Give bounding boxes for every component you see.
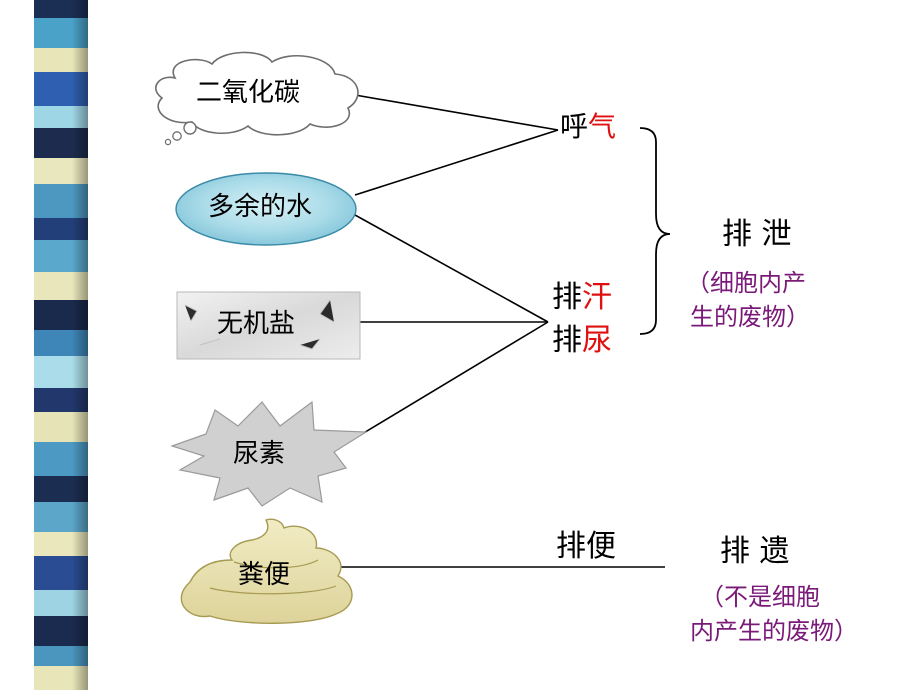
route-sweat-label: 排汗 [552,283,612,313]
node-feces-label: 粪便 [238,560,291,590]
curly-brace [639,127,671,335]
node-co2-label: 二氧化碳 [196,78,301,108]
feces-pile-shape [180,518,353,624]
excretion-title: 排 泄 [722,217,792,252]
egestion-title: 排 遗 [720,534,790,569]
egestion-note: （不是细胞 内产生的废物） [690,580,858,648]
route-breath-char-2: 气 [588,110,617,143]
route-urine-char-1: 排 [552,323,582,358]
route-sweat-char-2: 汗 [582,280,612,315]
route-breath-label: 呼气 [560,113,616,141]
route-sweat-char-1: 排 [552,280,582,315]
excretion-note-line-1: （细胞内产 [686,269,806,297]
excretion-note: （细胞内产 生的废物） [686,266,810,334]
node-urea-label: 尿素 [233,439,286,469]
route-urine-char-2: 尿 [582,323,612,358]
water-ellipse [175,172,357,246]
node-salt-label: 无机盐 [217,309,296,339]
urea-burst-shape [170,400,368,507]
node-water-label: 多余的水 [208,192,313,222]
excretion-note-line-2: 生的废物） [690,303,810,331]
connector-lines [340,94,665,568]
egestion-note-line-2: 内产生的废物） [690,617,858,645]
co2-cloud-shape [155,51,359,146]
route-urine-label: 排尿 [552,326,612,356]
decorative-stripe [34,0,88,690]
route-defecate-label: 排便 [556,529,616,564]
route-breath-char-1: 呼 [560,110,589,143]
egestion-note-line-1: （不是细胞 [700,583,820,611]
